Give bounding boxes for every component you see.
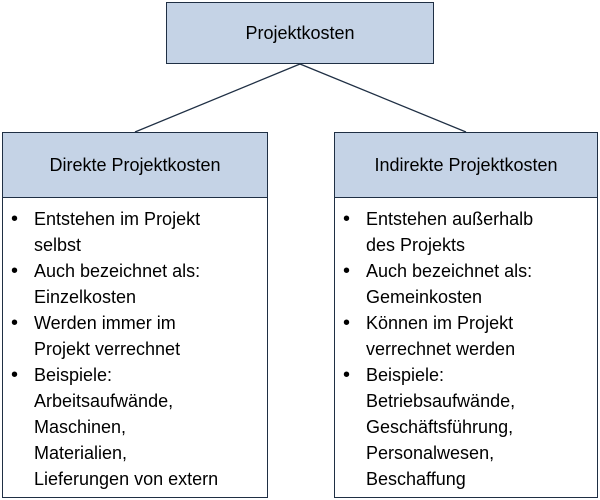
list-item-line: Personalwesen, xyxy=(366,443,495,463)
connector-left xyxy=(134,63,301,133)
indirect-costs-list: Entstehen außerhalb des Projekts Auch be… xyxy=(335,198,597,492)
root-node-label: Projektkosten xyxy=(245,22,355,43)
list-item-line: Auch bezeichnet als: xyxy=(366,261,533,281)
list-item-line: Können im Projekt xyxy=(366,313,514,333)
list-item-line: des Projekts xyxy=(366,235,466,255)
root-node: Projektkosten xyxy=(166,2,434,64)
list-item-line: Maschinen, xyxy=(34,417,127,437)
list-item: Entstehen im Projekt selbst xyxy=(3,206,267,258)
list-item: Können im Projekt verrechnet werden xyxy=(335,310,597,362)
list-item-line: Lieferungen von extern xyxy=(34,469,219,489)
list-item: Beispiele: Betriebsaufwände, Geschäftsfü… xyxy=(335,362,597,492)
direct-costs-title: Direkte Projektkosten xyxy=(49,154,221,175)
indirect-costs-title: Indirekte Projektkosten xyxy=(374,154,558,175)
list-item-line: Entstehen außerhalb xyxy=(366,209,534,229)
list-item: Auch bezeichnet als: Gemeinkosten xyxy=(335,258,597,310)
list-item-line: Gemeinkosten xyxy=(366,287,483,307)
list-item-line: Arbeitsaufwände, xyxy=(34,391,174,411)
list-item-line: Werden immer im xyxy=(34,313,176,333)
list-item-line: Beschaffung xyxy=(366,469,466,489)
list-item-line: Entstehen im Projekt xyxy=(34,209,201,229)
list-item-line: selbst xyxy=(34,235,82,255)
direct-costs-list: Entstehen im Projekt selbst Auch bezeich… xyxy=(3,198,267,492)
list-item: Werden immer im Projekt verrechnet xyxy=(3,310,267,362)
list-item-line: Einzelkosten xyxy=(34,287,137,307)
list-item: Beispiele: Arbeitsaufwände, Maschinen, M… xyxy=(3,362,267,492)
list-item-line: Betriebsaufwände, xyxy=(366,391,516,411)
direct-costs-content: Entstehen im Projekt selbst Auch bezeich… xyxy=(2,197,268,498)
connector-right xyxy=(299,63,467,133)
list-item-line: Geschäftsführung, xyxy=(366,417,514,437)
list-item-line: Projekt verrechnet xyxy=(34,339,181,359)
indirect-costs-header: Indirekte Projektkosten xyxy=(334,132,598,198)
direct-costs-header: Direkte Projektkosten xyxy=(2,132,268,198)
indirect-costs-content: Entstehen außerhalb des Projekts Auch be… xyxy=(334,197,598,498)
list-item-line: Auch bezeichnet als: xyxy=(34,261,201,281)
list-item-line: Beispiele: xyxy=(366,365,445,385)
list-item-line: Beispiele: xyxy=(34,365,113,385)
list-item-line: verrechnet werden xyxy=(366,339,516,359)
list-item-line: Materialien, xyxy=(34,443,128,463)
list-item: Entstehen außerhalb des Projekts xyxy=(335,206,597,258)
list-item: Auch bezeichnet als: Einzelkosten xyxy=(3,258,267,310)
